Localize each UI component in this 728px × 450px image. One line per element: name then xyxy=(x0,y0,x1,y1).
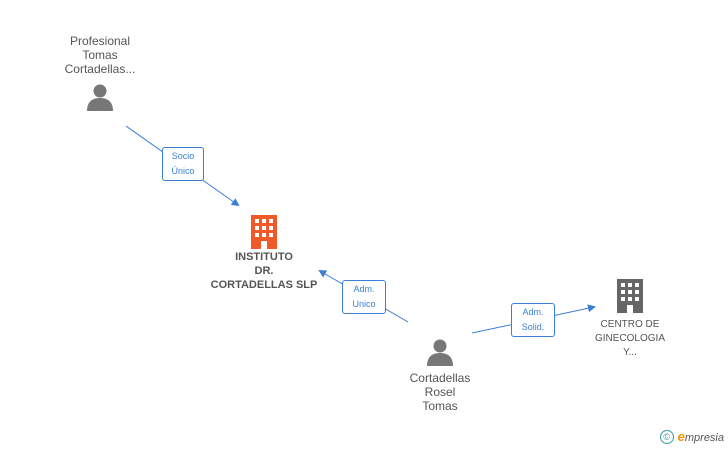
node-profesional-tomas[interactable]: Profesional Tomas Cortadellas... xyxy=(50,34,150,112)
node-label-line: Cortadellas xyxy=(409,371,471,385)
edge-label-line: Adm. xyxy=(353,284,375,294)
building-icon xyxy=(251,215,277,249)
edge-label-adm-unico[interactable]: Adm. Unico xyxy=(342,280,386,314)
building-icon xyxy=(617,279,643,313)
edge-label-line: Adm. xyxy=(522,307,544,317)
edge-label-line: Único xyxy=(171,166,195,176)
edge-label-line: Unico xyxy=(352,299,376,309)
node-label-line: Rosel xyxy=(424,385,456,399)
footer-watermark: © empresia xyxy=(659,429,724,444)
node-label-line: Cortadellas... xyxy=(64,62,136,76)
node-instituto-cortadellas[interactable]: INSTITUTO DR. CORTADELLAS SLP xyxy=(198,214,330,292)
edge-label-adm-solid[interactable]: Adm. Solid. xyxy=(511,303,555,337)
brand-logo: empresia xyxy=(678,429,724,444)
brand-name: mpresia xyxy=(684,432,724,444)
node-label-line: Tomas xyxy=(82,48,118,62)
node-label-line: GINECOLOGIA xyxy=(594,333,665,344)
edge-label-socio-unico[interactable]: Socio Único xyxy=(162,147,204,181)
person-icon xyxy=(427,339,453,366)
node-label-line: Tomas xyxy=(422,399,458,413)
node-label-line: INSTITUTO xyxy=(235,251,293,263)
node-label-line: Profesional xyxy=(69,34,131,48)
edge-label-line: Socio xyxy=(171,151,195,161)
copyright-icon: © xyxy=(659,429,674,444)
node-label-line: DR. xyxy=(254,265,274,277)
node-cortadellas-rosel[interactable]: Cortadellas Rosel Tomas xyxy=(390,337,490,413)
node-centro-ginecologia[interactable]: CENTRO DE GINECOLOGIA Y... xyxy=(580,278,680,360)
node-label-line: CORTADELLAS SLP xyxy=(210,279,318,291)
node-label-line: CENTRO DE xyxy=(600,319,660,330)
node-label-line: Y... xyxy=(623,347,637,358)
brand-initial: e xyxy=(677,429,685,444)
edge-label-line: Solid. xyxy=(521,322,545,332)
person-icon xyxy=(87,84,113,111)
